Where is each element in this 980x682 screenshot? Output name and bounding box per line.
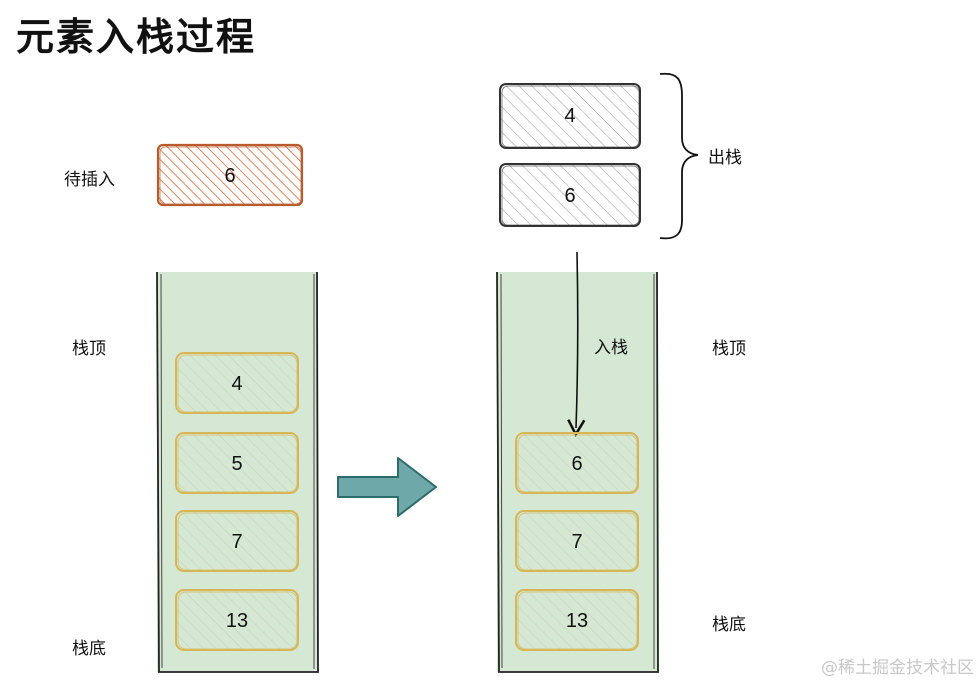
watermark: @稀土掘金技术社区 — [821, 658, 974, 678]
popped-value-2: 6 — [564, 185, 575, 207]
pending-value: 6 — [224, 165, 235, 187]
pending-label: 待插入 — [64, 170, 115, 190]
right-stack-bottom-label: 栈底 — [712, 615, 746, 635]
left-stack-item-3: 7 — [175, 510, 299, 572]
popped-element-1: 4 — [499, 83, 641, 149]
page-title: 元素入栈过程 — [16, 14, 257, 59]
left-stack-item-4: 13 — [175, 589, 299, 651]
right-stack-value-1: 6 — [571, 453, 582, 475]
right-stack-value-2: 7 — [571, 531, 582, 553]
transition-arrow — [337, 457, 437, 517]
left-stack-bottom-label: 栈底 — [72, 639, 106, 659]
right-stack-item-3: 13 — [515, 589, 639, 651]
popped-value-1: 4 — [564, 105, 575, 127]
right-stack-item-1: 6 — [515, 432, 639, 494]
pop-brace — [659, 72, 699, 240]
right-stack-value-3: 13 — [566, 610, 588, 632]
left-stack-value-4: 13 — [226, 610, 248, 632]
left-stack-item-1: 4 — [175, 352, 299, 414]
left-stack-value-2: 5 — [231, 453, 242, 475]
pending-element: 6 — [156, 143, 304, 207]
push-label: 入栈 — [594, 338, 628, 358]
push-arrow — [567, 251, 586, 438]
right-stack-top-label: 栈顶 — [712, 339, 746, 359]
left-stack-value-1: 4 — [231, 373, 242, 395]
right-stack-item-2: 7 — [515, 510, 639, 572]
popped-element-2: 6 — [499, 163, 641, 227]
left-stack-value-3: 7 — [231, 531, 242, 553]
pop-label: 出栈 — [708, 148, 742, 168]
left-stack-item-2: 5 — [175, 432, 299, 494]
left-stack-top-label: 栈顶 — [72, 339, 106, 359]
